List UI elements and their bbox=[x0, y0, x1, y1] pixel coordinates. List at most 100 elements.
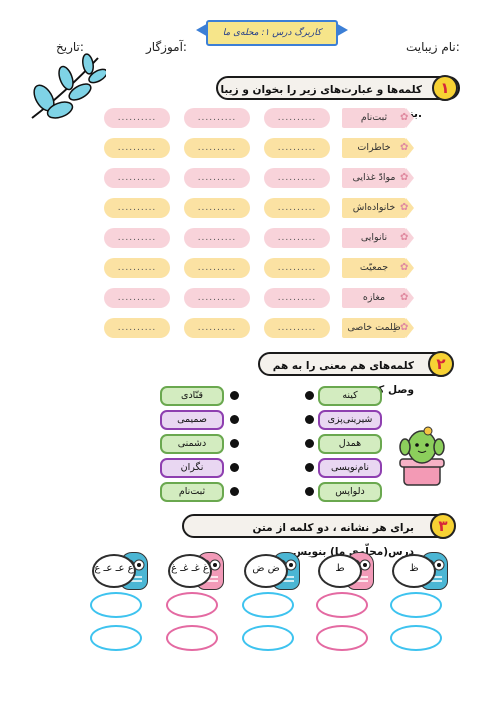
match-left-item[interactable]: ثبت‌نام bbox=[160, 482, 224, 502]
writing-field[interactable]: .......... bbox=[184, 318, 250, 338]
connector-dot[interactable] bbox=[230, 415, 239, 424]
match-left-item[interactable]: نگران bbox=[160, 458, 224, 478]
writing-field[interactable]: .......... bbox=[104, 108, 170, 128]
section-1-number: ۱ bbox=[432, 75, 458, 101]
connector-dot[interactable] bbox=[305, 463, 314, 472]
writing-field[interactable]: .......... bbox=[104, 288, 170, 308]
flower-icon: ✿ bbox=[400, 322, 409, 333]
answer-oval[interactable] bbox=[242, 592, 294, 618]
letter-bubble bbox=[318, 554, 362, 588]
flower-icon: ✿ bbox=[400, 172, 409, 183]
ribbon-tail-icon bbox=[406, 168, 414, 188]
section-2-title: کلمه‌های هم معنی را به هم وصل کن bbox=[258, 352, 452, 396]
cactus-icon bbox=[399, 426, 445, 486]
writing-field[interactable]: .......... bbox=[264, 198, 330, 218]
writing-field[interactable]: .......... bbox=[264, 108, 330, 128]
writing-field[interactable]: .......... bbox=[104, 198, 170, 218]
flower-icon: ✿ bbox=[400, 112, 409, 123]
letter-bubble bbox=[244, 554, 288, 588]
writing-field[interactable]: .......... bbox=[264, 258, 330, 278]
writing-field[interactable]: .......... bbox=[104, 318, 170, 338]
section-2-number: ۲ bbox=[428, 351, 454, 377]
answer-oval[interactable] bbox=[316, 592, 368, 618]
connector-dot[interactable] bbox=[230, 487, 239, 496]
section-3-title: برای هر نشانه ، دو کلمه از متن درس(محلّه… bbox=[182, 514, 452, 558]
connector-dot[interactable] bbox=[305, 487, 314, 496]
match-right-item[interactable]: دلواپس bbox=[318, 482, 382, 502]
match-left-item[interactable]: صمیمی bbox=[160, 410, 224, 430]
writing-field[interactable]: .......... bbox=[184, 228, 250, 248]
word-label: جمعیّت bbox=[342, 258, 406, 278]
match-right-item[interactable]: همدل bbox=[318, 434, 382, 454]
writing-field[interactable]: .......... bbox=[264, 228, 330, 248]
section-3-number: ۳ bbox=[430, 513, 456, 539]
answer-oval[interactable] bbox=[166, 625, 218, 651]
word-label: ثبت‌نام bbox=[342, 108, 406, 128]
writing-field[interactable]: .......... bbox=[264, 138, 330, 158]
word-label: خاطرات bbox=[342, 138, 406, 158]
letter-bubble bbox=[392, 554, 436, 588]
writing-field[interactable]: .......... bbox=[104, 168, 170, 188]
writing-field[interactable]: .......... bbox=[264, 288, 330, 308]
letter-bubble bbox=[92, 554, 136, 588]
ribbon-tail-icon bbox=[406, 198, 414, 218]
match-left-item[interactable]: دشمنی bbox=[160, 434, 224, 454]
writing-field[interactable]: .......... bbox=[184, 198, 250, 218]
ribbon-tail-icon bbox=[406, 258, 414, 278]
ribbon-tail-icon bbox=[406, 138, 414, 158]
word-label: مغازه bbox=[342, 288, 406, 308]
ribbon-tail-icon bbox=[406, 108, 414, 128]
ribbon-tail-icon bbox=[406, 228, 414, 248]
connector-dot[interactable] bbox=[305, 415, 314, 424]
answer-oval[interactable] bbox=[90, 592, 142, 618]
section-1-title: کلمه‌ها و عبارت‌های زیر را بخوان و زیبا … bbox=[216, 76, 460, 120]
writing-field[interactable]: .......... bbox=[104, 258, 170, 278]
flower-icon: ✿ bbox=[400, 142, 409, 153]
connector-dot[interactable] bbox=[230, 463, 239, 472]
word-label: خانواده‌اش bbox=[342, 198, 406, 218]
letter-text: ض ض bbox=[252, 563, 280, 574]
flower-icon: ✿ bbox=[400, 232, 409, 243]
writing-field[interactable]: .......... bbox=[104, 228, 170, 248]
answer-oval[interactable] bbox=[316, 625, 368, 651]
flower-icon: ✿ bbox=[400, 292, 409, 303]
date-label: تاریخ: bbox=[56, 40, 84, 54]
writing-field[interactable]: .......... bbox=[184, 258, 250, 278]
writing-field[interactable]: .......... bbox=[184, 138, 250, 158]
word-label: موادّ غذایی bbox=[342, 168, 406, 188]
word-label: ظِلمت خاصی bbox=[342, 318, 406, 338]
ribbon-tail-icon bbox=[406, 288, 414, 308]
match-right-item[interactable]: نام‌نویسی bbox=[318, 458, 382, 478]
writing-field[interactable]: .......... bbox=[184, 288, 250, 308]
connector-dot[interactable] bbox=[305, 391, 314, 400]
writing-field[interactable]: .......... bbox=[264, 168, 330, 188]
ribbon-tail-icon bbox=[406, 318, 414, 338]
match-left-item[interactable]: قنّادی bbox=[160, 386, 224, 406]
answer-oval[interactable] bbox=[242, 625, 294, 651]
title-banner: کاربرگ درس ۱: محله‌ی ما bbox=[196, 18, 348, 48]
banner-text: کاربرگ درس ۱: محله‌ی ما bbox=[206, 20, 338, 46]
match-right-item[interactable]: شیرینی‌پزی bbox=[318, 410, 382, 430]
connector-dot[interactable] bbox=[230, 439, 239, 448]
writing-field[interactable]: .......... bbox=[104, 138, 170, 158]
teacher-label: آموزگار: bbox=[146, 40, 187, 54]
answer-oval[interactable] bbox=[90, 625, 142, 651]
connector-dot[interactable] bbox=[230, 391, 239, 400]
word-label: نانوایی bbox=[342, 228, 406, 248]
letter-text: ع عـ عـ ع bbox=[94, 563, 134, 574]
answer-oval[interactable] bbox=[166, 592, 218, 618]
letter-bubble bbox=[168, 554, 212, 588]
writing-field[interactable]: .......... bbox=[184, 108, 250, 128]
letter-text: غ غـ غـ غ bbox=[171, 563, 209, 574]
answer-oval[interactable] bbox=[390, 625, 442, 651]
answer-oval[interactable] bbox=[390, 592, 442, 618]
connector-dot[interactable] bbox=[305, 439, 314, 448]
writing-field[interactable]: .......... bbox=[264, 318, 330, 338]
flower-icon: ✿ bbox=[400, 202, 409, 213]
letter-text: ط bbox=[335, 563, 345, 574]
writing-field[interactable]: .......... bbox=[184, 168, 250, 188]
match-right-item[interactable]: کینه bbox=[318, 386, 382, 406]
letter-text: ظ bbox=[409, 563, 419, 574]
leaf-branch-icon bbox=[31, 53, 106, 119]
name-label: نام زیبایت: bbox=[406, 40, 460, 54]
